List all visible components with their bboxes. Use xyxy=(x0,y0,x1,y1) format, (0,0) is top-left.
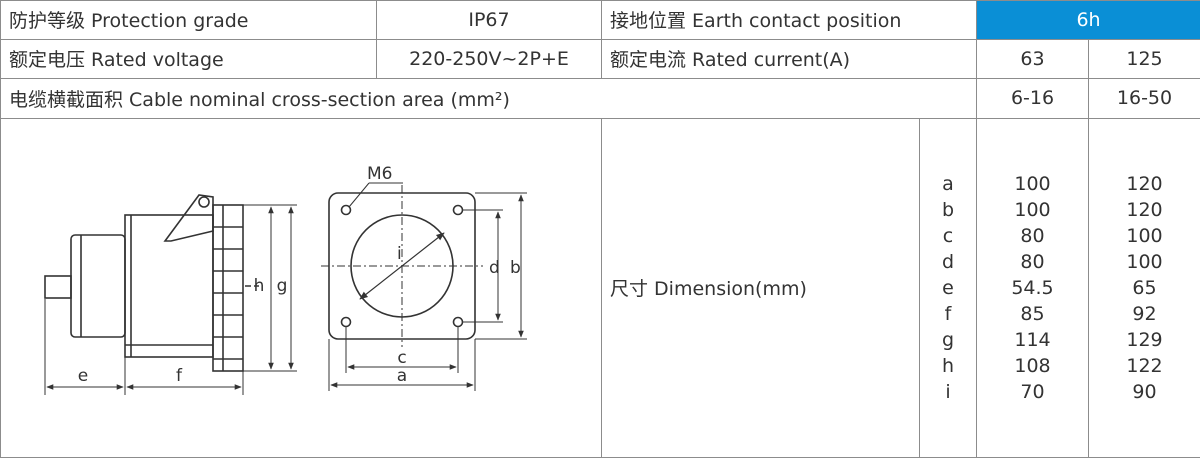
row-cable: 电缆横截面积 Cable nominal cross-section area … xyxy=(0,77,1200,119)
protection-grade-label: 防护等级 Protection grade xyxy=(0,0,377,40)
dimension-63-value-f: 85 xyxy=(1020,302,1045,325)
dimension-125-cell: 120 120 100 100 65 92 129 122 90 xyxy=(1087,117,1200,458)
dimension-letter-i: i xyxy=(945,380,951,403)
cable-label: 电缆横截面积 Cable nominal cross-section area … xyxy=(0,77,977,119)
dimension-63-value-c: 80 xyxy=(1020,224,1045,247)
cable-value-63: 6-16 xyxy=(976,77,1089,119)
dimension-63-cell: 100 100 80 80 54.5 85 114 108 70 xyxy=(976,117,1089,458)
earth-contact-label: 接地位置 Earth contact position xyxy=(601,0,977,40)
dim-f-label: f xyxy=(176,366,183,386)
dimension-63-value-i: 70 xyxy=(1020,380,1045,403)
dim-d-label: d xyxy=(489,258,500,278)
dim-c-label: c xyxy=(397,348,406,368)
dimension-63-value-a: 100 xyxy=(1014,172,1051,195)
dimension-125-value-h: 122 xyxy=(1126,354,1163,377)
rated-voltage-label: 额定电压 Rated voltage xyxy=(0,38,377,79)
rated-current-label: 额定电流 Rated current(A) xyxy=(601,38,977,79)
rated-voltage-value: 220-250V~2P+E xyxy=(376,38,602,79)
dimension-125-value-c: 100 xyxy=(1126,224,1163,247)
dimension-63-value-e: 54.5 xyxy=(1011,276,1054,299)
cable-value-125: 16-50 xyxy=(1087,77,1200,119)
dimension-125-value-f: 92 xyxy=(1132,302,1157,325)
dim-i-label: i xyxy=(397,244,402,264)
dimension-letter-g: g xyxy=(941,328,955,351)
dimension-125-value-a: 120 xyxy=(1126,172,1163,195)
row-voltage: 额定电压 Rated voltage 220-250V~2P+E 额定电流 Ra… xyxy=(0,38,1200,79)
earth-contact-value: 6h xyxy=(975,0,1200,40)
dim-e-label: e xyxy=(78,366,88,386)
dimension-125-value-e: 65 xyxy=(1132,276,1157,299)
dimension-125-value-g: 129 xyxy=(1126,328,1163,351)
dimension-125-value-i: 90 xyxy=(1132,380,1157,403)
dimension-label: 尺寸 Dimension(mm) xyxy=(601,117,920,458)
rated-current-63: 63 xyxy=(976,38,1089,79)
protection-grade-value: IP67 xyxy=(376,0,602,40)
dimension-letter-e: e xyxy=(942,276,954,299)
dimension-letter-b: b xyxy=(941,198,955,221)
m6-label: M6 xyxy=(367,164,392,184)
dimension-63-value-g: 114 xyxy=(1014,328,1051,351)
front-view xyxy=(321,182,527,391)
side-view xyxy=(44,194,297,395)
dim-a-label: a xyxy=(397,366,407,386)
dimension-125-value-d: 100 xyxy=(1126,250,1163,273)
dimension-letter-h: h xyxy=(941,354,955,377)
dimension-letter-f: f xyxy=(944,302,952,325)
technical-drawing: e f h g xyxy=(44,164,527,395)
rated-current-125: 125 xyxy=(1087,38,1200,79)
dimension-125-value-b: 120 xyxy=(1126,198,1163,221)
dimension-letter-a: a xyxy=(942,172,954,195)
row-dimension: e f h g xyxy=(0,117,1200,458)
dim-h-label: h xyxy=(254,276,265,296)
dimension-63-value-d: 80 xyxy=(1020,250,1045,273)
dim-g-label: g xyxy=(277,276,288,296)
dimension-letter-d: d xyxy=(941,250,955,273)
dim-b-label: b xyxy=(510,258,521,278)
row-protection: 防护等级 Protection grade IP67 接地位置 Earth co… xyxy=(0,0,1200,40)
drawing-cell: e f h g xyxy=(0,117,602,458)
dimension-63-value-b: 100 xyxy=(1014,198,1051,221)
dimension-values-125: 120 120 100 100 65 92 129 122 90 xyxy=(1090,171,1200,405)
dimension-63-value-h: 108 xyxy=(1014,354,1051,377)
dimension-letter-c: c xyxy=(942,224,954,247)
dimension-values-63: 100 100 80 80 54.5 85 114 108 70 xyxy=(978,171,1088,405)
